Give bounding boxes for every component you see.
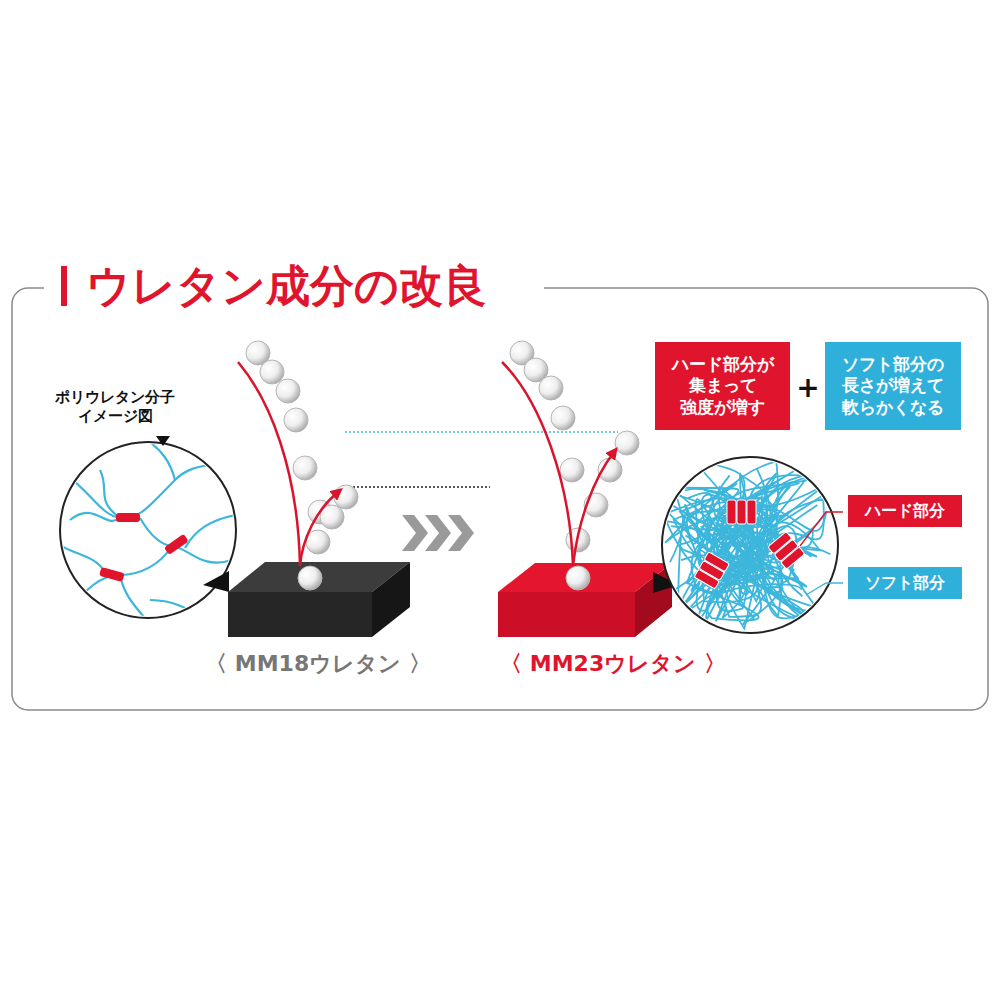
callout-label: ハード部分 <box>848 495 962 527</box>
panel-frame <box>12 288 988 710</box>
leader-line <box>806 583 843 595</box>
box-text: ソフト部分の 長さが増えて 軟らかくなる <box>833 354 953 418</box>
callout-label: ソフト部分 <box>848 567 962 599</box>
product-label: 〈 MM23ウレタン 〉 <box>493 650 733 678</box>
molecule-circle <box>662 457 838 633</box>
plus-sign: + <box>793 370 823 405</box>
pointer <box>203 571 229 592</box>
rebound-line <box>345 486 490 487</box>
product-label: 〈 MM18ウレタン 〉 <box>198 650 438 678</box>
figure-caption: ポリウレタン分子 イメージ図 <box>40 388 190 426</box>
soft-chains <box>665 460 834 629</box>
bounce-arrow <box>300 492 338 566</box>
mm18-block <box>228 562 410 637</box>
soft-chain <box>692 515 812 621</box>
soft-chains <box>60 442 240 625</box>
box-text: ソフト部分 <box>865 573 945 593</box>
title: ウレタン成分の改良 <box>78 258 495 314</box>
bounce-arrow <box>573 452 614 566</box>
fall-path <box>502 362 573 566</box>
chevrons <box>402 515 474 551</box>
mm23-block <box>498 563 672 637</box>
soft-chain <box>681 522 820 622</box>
down-triangle <box>156 436 170 446</box>
hard-segments <box>694 500 805 589</box>
balls <box>246 341 358 590</box>
balls <box>510 341 639 590</box>
rebound-line <box>345 431 618 432</box>
box-text: ハード部分が 集まって 強度が増す <box>663 354 782 418</box>
title-bar <box>61 266 67 306</box>
feature-box: ソフト部分の 長さが増えて 軟らかくなる <box>825 342 961 430</box>
hard-segments <box>99 513 189 582</box>
fall-path <box>238 362 300 566</box>
box-text: ハード部分 <box>865 501 945 521</box>
molecule-circle <box>60 442 236 618</box>
feature-box: ハード部分が 集まって 強度が増す <box>655 342 790 430</box>
leader-line <box>800 512 843 546</box>
